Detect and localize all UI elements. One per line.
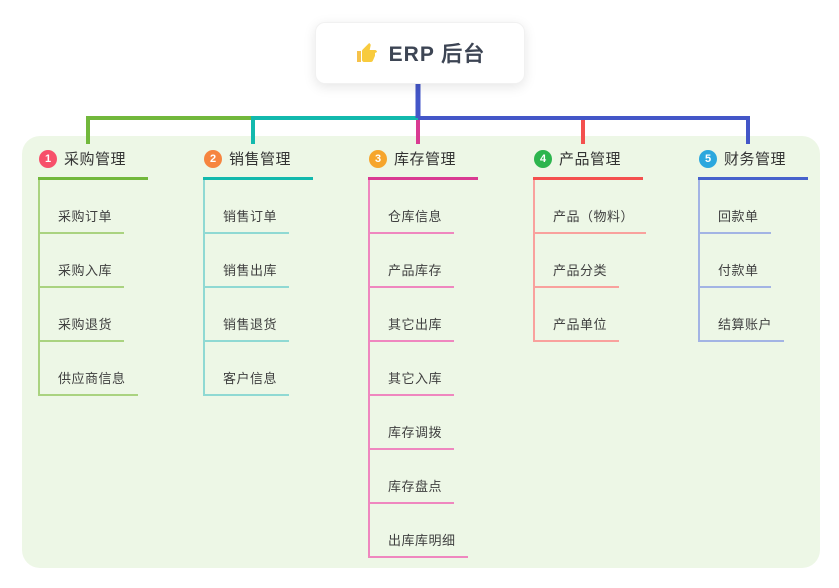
child-label: 产品分类 bbox=[535, 260, 620, 288]
child-node[interactable]: 回款单 bbox=[700, 180, 784, 234]
child-label: 销售出库 bbox=[205, 260, 290, 288]
branch-badge: 3 bbox=[369, 149, 387, 168]
child-node[interactable]: 产品（物料） bbox=[535, 180, 647, 234]
child-node[interactable]: 产品库存 bbox=[370, 234, 468, 288]
branch-finance: 5 财务管理 回款单 付款单 结算账户 bbox=[698, 148, 808, 342]
branch-children: 回款单 付款单 结算账户 bbox=[698, 180, 785, 342]
branch-children: 仓库信息 产品库存 其它出库 其它入库 库存调拨 库存盘点 出库库明细 bbox=[368, 180, 468, 558]
child-label: 产品单位 bbox=[535, 314, 620, 342]
child-label: 结算账户 bbox=[700, 314, 785, 342]
branch-badge: 4 bbox=[534, 149, 552, 168]
child-label: 回款单 bbox=[700, 206, 771, 234]
child-label: 销售订单 bbox=[205, 206, 290, 234]
branch-badge: 2 bbox=[204, 149, 222, 168]
child-node[interactable]: 客户信息 bbox=[205, 342, 290, 396]
child-node[interactable]: 采购退货 bbox=[40, 288, 138, 342]
branch-product: 4 产品管理 产品（物料） 产品分类 产品单位 bbox=[533, 148, 647, 342]
child-label: 出库库明细 bbox=[370, 530, 468, 558]
child-node[interactable]: 结算账户 bbox=[700, 288, 785, 342]
child-label: 付款单 bbox=[700, 260, 771, 288]
child-label: 库存盘点 bbox=[370, 476, 455, 504]
child-node[interactable]: 库存盘点 bbox=[370, 450, 468, 504]
branch-header-purchase[interactable]: 1 采购管理 bbox=[38, 148, 148, 180]
child-node[interactable]: 库存调拨 bbox=[370, 396, 468, 450]
child-label: 库存调拨 bbox=[370, 422, 455, 450]
child-node[interactable]: 产品单位 bbox=[535, 288, 646, 342]
child-node[interactable]: 供应商信息 bbox=[40, 342, 138, 396]
child-node[interactable]: 付款单 bbox=[700, 234, 784, 288]
child-node[interactable]: 出库库明细 bbox=[370, 504, 468, 558]
child-node[interactable]: 销售退货 bbox=[205, 288, 290, 342]
child-label: 供应商信息 bbox=[40, 368, 138, 396]
branch-children: 采购订单 采购入库 采购退货 供应商信息 bbox=[38, 180, 138, 396]
thumbs-up-icon bbox=[355, 41, 379, 65]
branch-header-sales[interactable]: 2 销售管理 bbox=[203, 148, 313, 180]
child-label: 采购退货 bbox=[40, 314, 125, 342]
branch-purchase: 1 采购管理 采购订单 采购入库 采购退货 供应商信息 bbox=[38, 148, 148, 396]
child-node[interactable]: 采购入库 bbox=[40, 234, 138, 288]
child-node[interactable]: 其它出库 bbox=[370, 288, 468, 342]
child-label: 仓库信息 bbox=[370, 206, 455, 234]
branch-label: 财务管理 bbox=[724, 151, 787, 168]
child-node[interactable]: 产品分类 bbox=[535, 234, 646, 288]
child-node[interactable]: 仓库信息 bbox=[370, 180, 468, 234]
child-label: 产品库存 bbox=[370, 260, 455, 288]
child-node[interactable]: 销售出库 bbox=[205, 234, 290, 288]
branch-label: 销售管理 bbox=[229, 151, 292, 168]
branch-badge: 1 bbox=[39, 149, 57, 168]
child-label: 产品（物料） bbox=[535, 206, 647, 234]
root-title: ERP 后台 bbox=[388, 43, 486, 66]
child-node[interactable]: 销售订单 bbox=[205, 180, 290, 234]
child-label: 采购订单 bbox=[40, 206, 125, 234]
branch-label: 产品管理 bbox=[559, 151, 622, 168]
branch-header-finance[interactable]: 5 财务管理 bbox=[698, 148, 808, 180]
child-label: 客户信息 bbox=[205, 368, 290, 396]
child-label: 其它入库 bbox=[370, 368, 455, 396]
branch-children: 销售订单 销售出库 销售退货 客户信息 bbox=[203, 180, 290, 396]
root-node[interactable]: ERP 后台 bbox=[315, 22, 525, 84]
child-label: 其它出库 bbox=[370, 314, 455, 342]
branch-sales: 2 销售管理 销售订单 销售出库 销售退货 客户信息 bbox=[203, 148, 313, 396]
branch-header-product[interactable]: 4 产品管理 bbox=[533, 148, 643, 180]
branch-header-inventory[interactable]: 3 库存管理 bbox=[368, 148, 478, 180]
branch-children: 产品（物料） 产品分类 产品单位 bbox=[533, 180, 647, 342]
child-node[interactable]: 采购订单 bbox=[40, 180, 138, 234]
branch-label: 库存管理 bbox=[394, 151, 457, 168]
branch-badge: 5 bbox=[699, 149, 717, 168]
child-node[interactable]: 其它入库 bbox=[370, 342, 468, 396]
child-label: 采购入库 bbox=[40, 260, 125, 288]
child-label: 销售退货 bbox=[205, 314, 290, 342]
branch-inventory: 3 库存管理 仓库信息 产品库存 其它出库 其它入库 库存调拨 库存盘点 出库库… bbox=[368, 148, 478, 558]
branch-label: 采购管理 bbox=[64, 151, 127, 168]
branches-panel bbox=[22, 136, 820, 568]
